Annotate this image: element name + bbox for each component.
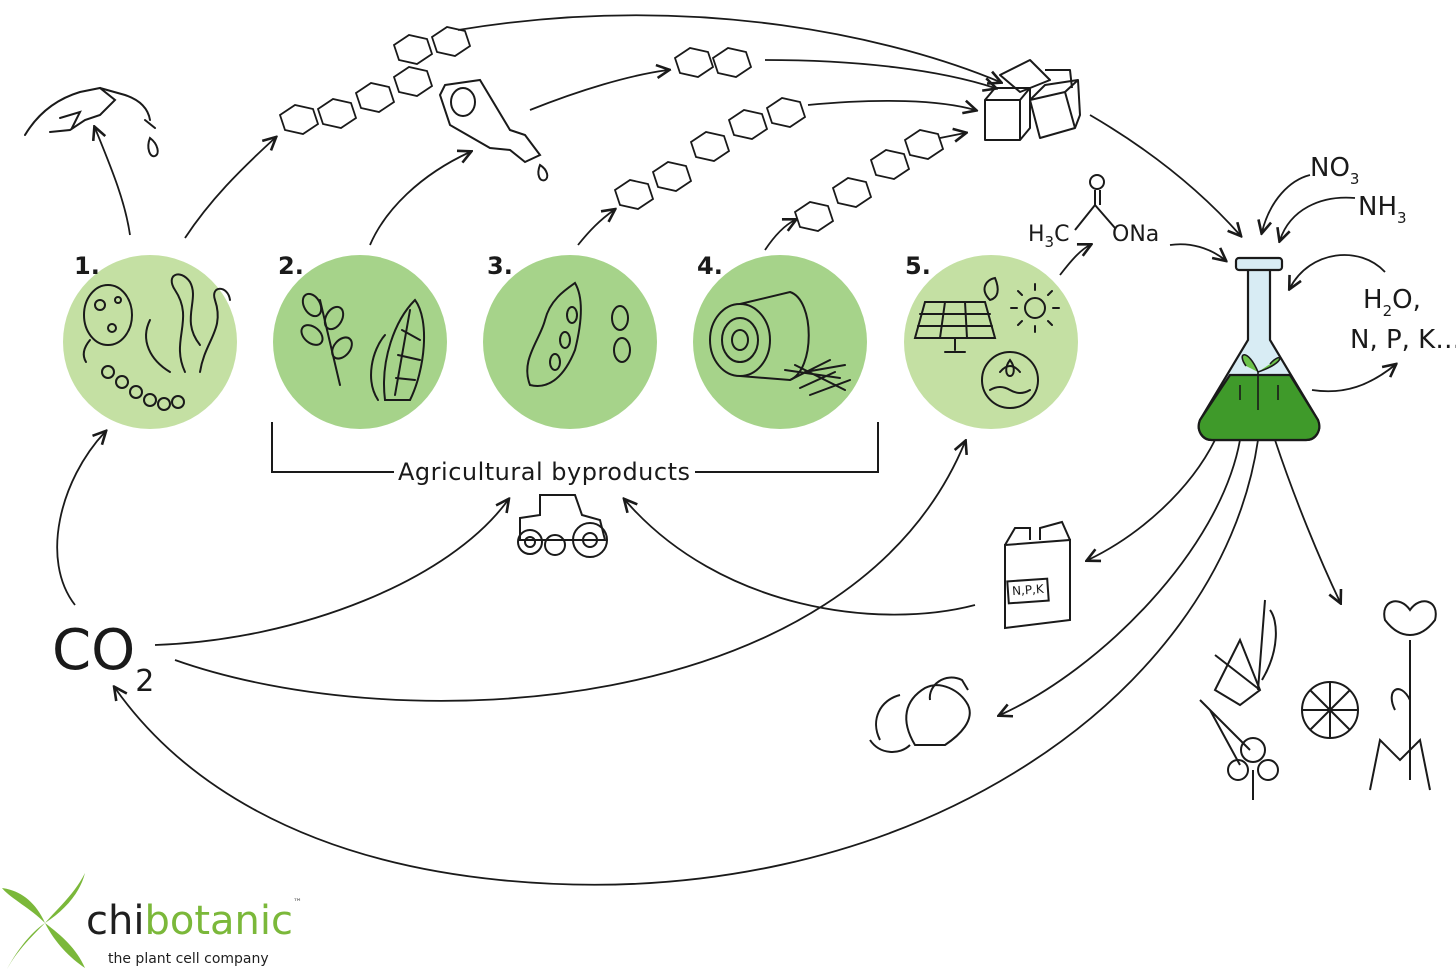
water-label: H2O, <box>1363 285 1421 320</box>
brand-name-dark: chi <box>86 898 145 944</box>
acetate-sub: 3 <box>1044 233 1055 251</box>
soy-bean-pod-icon <box>526 281 631 387</box>
plants-corn-icon <box>300 292 425 401</box>
nitrate-label: NO3 <box>1310 153 1359 188</box>
fertilizer-jug-icon <box>1004 520 1071 630</box>
step-5-number: 5. <box>905 252 931 280</box>
co2-subscript: 2 <box>135 664 155 699</box>
ammonia-main: NH <box>1358 192 1397 222</box>
brand-name: chibotanic™ <box>86 898 302 944</box>
water-sub: 2 <box>1382 302 1393 320</box>
agricultural-byproducts-label: Agricultural byproducts <box>394 458 695 486</box>
bioreactor-flask-icon <box>1197 256 1321 442</box>
water-o: O, <box>1392 285 1421 315</box>
co2-label: CO2 <box>52 618 154 699</box>
fertilizer-label: N,P,K <box>1011 581 1045 599</box>
brand-trademark: ™ <box>292 898 302 908</box>
ammonia-sub: 3 <box>1397 209 1407 227</box>
botanical-flowers-icon <box>1199 599 1437 800</box>
acetate-left-label: H3C <box>1028 222 1070 251</box>
co2-main: CO <box>52 618 136 683</box>
acetate-right-label: ONa <box>1112 222 1160 247</box>
chibotanic-logo-icon <box>2 873 85 973</box>
step-4-number: 4. <box>697 252 723 280</box>
brand-tagline: the plant cell company <box>108 951 269 967</box>
tractor-icon <box>517 494 608 558</box>
cellulose-chain-icons <box>278 26 945 232</box>
flow-arrows <box>56 14 1395 886</box>
microalgae-seaweed-icon <box>82 273 231 411</box>
nitrate-sub: 3 <box>1349 170 1360 188</box>
nutrients-label: N, P, K… <box>1350 325 1456 355</box>
step-1-number: 1. <box>74 252 100 280</box>
step-2-number: 2. <box>278 252 304 280</box>
nitrate-main: NO <box>1310 153 1350 183</box>
muscle-health-icon <box>869 676 971 753</box>
acetate-structure <box>1074 174 1116 231</box>
step-5-circle <box>904 255 1078 429</box>
ammonia-label: NH3 <box>1358 192 1407 227</box>
acetate-c: C <box>1054 222 1070 247</box>
oil-bottle-icon <box>438 78 549 182</box>
step-4-circle <box>693 255 867 429</box>
sugar-cubes-icon <box>984 59 1081 141</box>
hay-bale-straw-icon <box>709 290 851 396</box>
solar-water-cycle-icon <box>913 276 1060 409</box>
water-h: H <box>1363 285 1383 315</box>
acetate-h: H <box>1028 222 1045 247</box>
brand-name-green: botanic <box>144 898 293 944</box>
fuel-nozzle-icon <box>24 86 159 158</box>
step-2-circle <box>273 255 447 429</box>
step-3-number: 3. <box>487 252 513 280</box>
